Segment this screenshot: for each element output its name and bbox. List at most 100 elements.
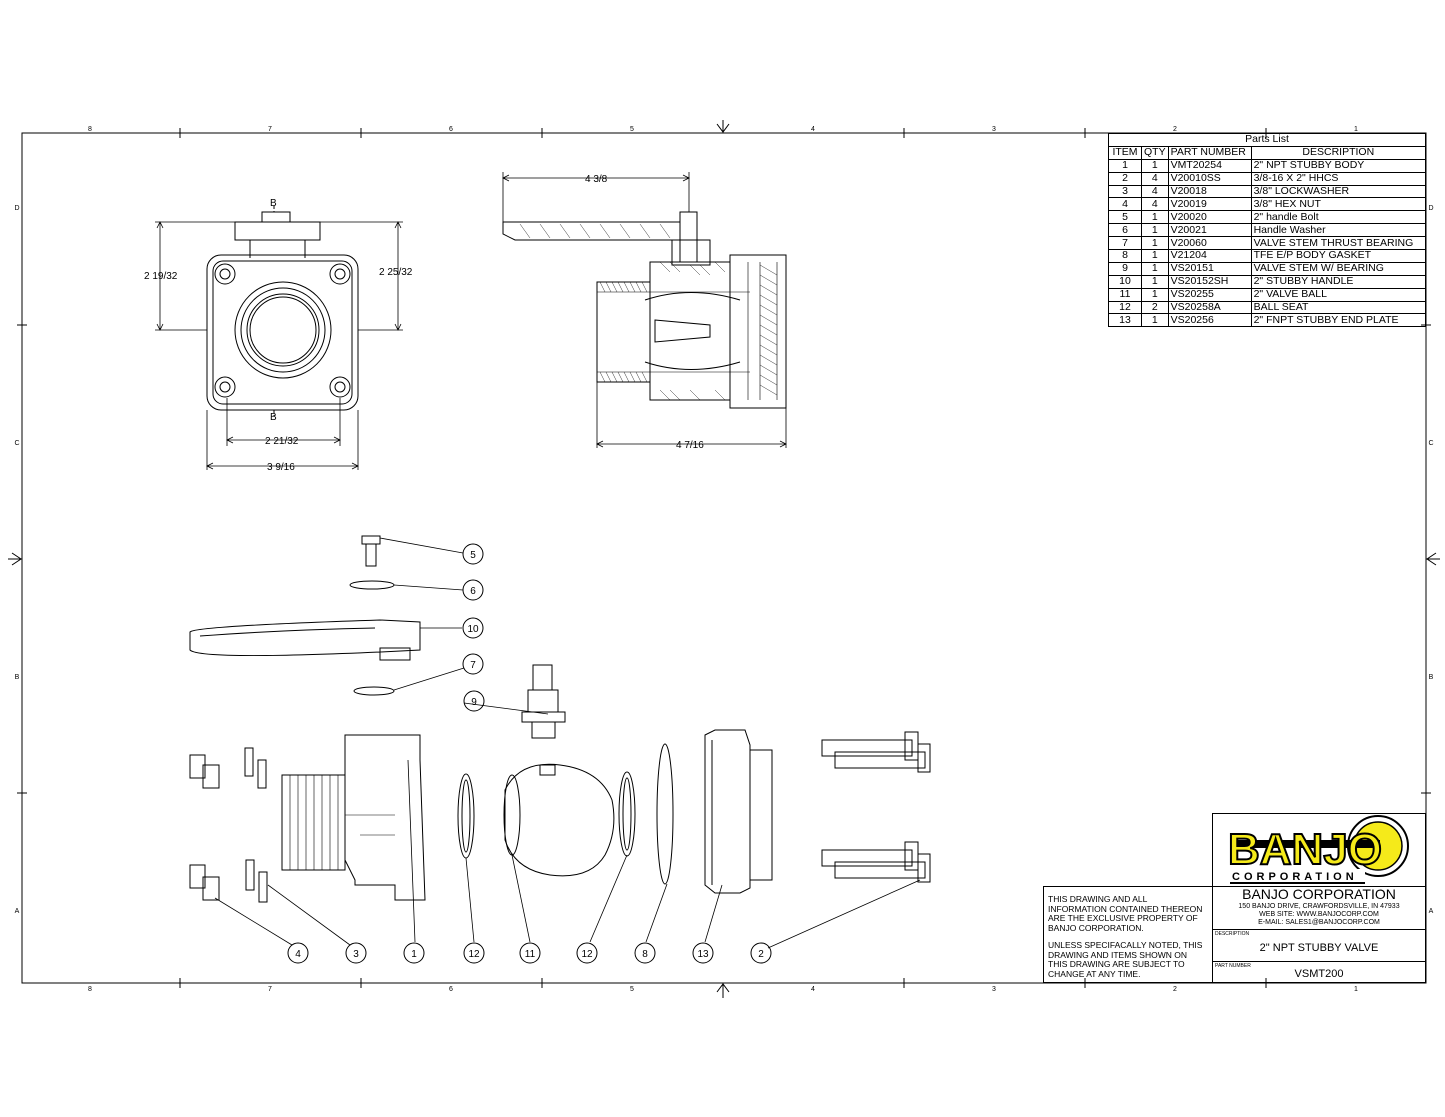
cell-description: 3/8" LOCKWASHER — [1250, 184, 1427, 199]
cell-item: 10 — [1108, 274, 1142, 289]
cell-item: 8 — [1108, 249, 1142, 263]
cell-description: BALL SEAT — [1250, 300, 1427, 315]
col-header-qty: QTY — [1141, 145, 1169, 160]
part-number-label: PART NUMBER — [1215, 963, 1251, 969]
cell-description: 2" FNPT STUBBY END PLATE — [1250, 313, 1427, 328]
cell-item: 11 — [1108, 287, 1142, 302]
svg-text:2 19/32: 2 19/32 — [144, 271, 178, 282]
exploded-view — [189, 535, 931, 903]
cell-item: 7 — [1108, 236, 1142, 251]
svg-text:6: 6 — [449, 126, 453, 133]
svg-text:2 25/32: 2 25/32 — [379, 267, 413, 278]
svg-text:2: 2 — [758, 949, 764, 960]
cell-description: TFE E/P BODY GASKET — [1250, 249, 1427, 263]
cell-part-number: VMT20254 — [1167, 158, 1252, 173]
cell-part-number: VS20151 — [1167, 261, 1252, 276]
cell-item: 5 — [1108, 210, 1142, 225]
svg-text:A: A — [1429, 908, 1434, 915]
svg-text:B: B — [1429, 674, 1434, 681]
valve-body — [281, 734, 426, 901]
ownership-notice: THIS DRAWING AND ALL INFORMATION CONTAIN… — [1048, 894, 1203, 933]
svg-text:12: 12 — [468, 949, 480, 960]
cell-qty: 1 — [1141, 274, 1169, 289]
cell-part-number: VS20152SH — [1167, 274, 1252, 289]
cell-description: VALVE STEM THRUST BEARING — [1250, 236, 1427, 251]
col-header-description: DESCRIPTION — [1250, 145, 1427, 160]
cell-part-number: V21204 — [1167, 249, 1252, 263]
valve-stem — [521, 664, 566, 739]
cell-item: 6 — [1108, 223, 1142, 238]
svg-text:C: C — [14, 440, 19, 447]
svg-text:7: 7 — [268, 126, 272, 133]
company-address: 150 BANJO DRIVE, CRAWFORDSVILLE, IN 4793… — [1238, 903, 1400, 910]
cell-description: 2" STUBBY HANDLE — [1250, 274, 1427, 289]
svg-text:8: 8 — [88, 126, 92, 133]
svg-text:1: 1 — [1354, 126, 1358, 133]
svg-text:1: 1 — [411, 949, 417, 960]
lockwashers — [244, 747, 268, 903]
cell-item: 1 — [1108, 158, 1142, 173]
cell-part-number: V20019 — [1167, 197, 1252, 212]
cell-part-number: VS20255 — [1167, 287, 1252, 302]
cell-description: Handle Washer — [1250, 223, 1427, 238]
description-value: 2" NPT STUBBY VALVE — [1259, 942, 1379, 954]
cell-item: 12 — [1108, 300, 1142, 315]
cell-item: 4 — [1108, 197, 1142, 212]
svg-text:4 3/8: 4 3/8 — [585, 174, 608, 185]
svg-text:B: B — [270, 412, 277, 423]
col-header-item: ITEM — [1108, 145, 1142, 160]
hex-nuts — [189, 754, 220, 901]
cell-qty: 1 — [1141, 236, 1169, 251]
cell-description: 3/8-16 X 2" HHCS — [1250, 171, 1427, 186]
cell-qty: 1 — [1141, 249, 1169, 263]
parts-list-table: Parts List ITEM QTY PART NUMBER DESCRIPT… — [1108, 133, 1427, 328]
svg-text:9: 9 — [471, 697, 477, 708]
svg-text:3: 3 — [353, 949, 359, 960]
cell-qty: 1 — [1141, 287, 1169, 302]
parts-list-title: Parts List — [1108, 133, 1426, 147]
svg-text:4: 4 — [295, 949, 301, 960]
cell-qty: 1 — [1141, 261, 1169, 276]
cell-description: 3/8" HEX NUT — [1250, 197, 1427, 212]
cell-part-number: V20060 — [1167, 236, 1252, 251]
bolts — [821, 731, 931, 883]
cell-qty: 1 — [1141, 158, 1169, 173]
svg-text:7: 7 — [268, 986, 272, 993]
company-email: E-MAIL: SALES1@BANJOCORP.COM — [1258, 919, 1380, 926]
description-box — [1212, 929, 1426, 962]
svg-text:D: D — [14, 205, 19, 212]
svg-text:5: 5 — [630, 126, 634, 133]
svg-text:2: 2 — [1173, 126, 1177, 133]
front-view — [206, 206, 359, 416]
cell-qty: 1 — [1141, 223, 1169, 238]
cell-item: 3 — [1108, 184, 1142, 199]
svg-text:B: B — [270, 198, 277, 209]
cell-description: 2" NPT STUBBY BODY — [1250, 158, 1427, 173]
svg-text:1: 1 — [1354, 986, 1358, 993]
svg-text:BANJO: BANJO — [1228, 825, 1382, 874]
zone-ticks — [8, 120, 1440, 998]
cell-qty: 1 — [1141, 313, 1169, 328]
banjo-logo: BANJO CORPORATION — [1227, 815, 1409, 884]
svg-text:2 21/32: 2 21/32 — [265, 436, 299, 447]
front-dimension-labels: 2 19/32 2 25/32 2 21/32 3 9/16 B B — [144, 198, 413, 473]
svg-text:5: 5 — [470, 550, 476, 561]
svg-text:4 7/16: 4 7/16 — [676, 440, 704, 451]
handle-bolt — [361, 535, 381, 567]
cell-qty: 2 — [1141, 300, 1169, 315]
cell-part-number: V20010SS — [1167, 171, 1252, 186]
change-notice: UNLESS SPECIFACALLY NOTED, THIS DRAWING … — [1048, 940, 1203, 979]
svg-text:12: 12 — [581, 949, 593, 960]
cell-qty: 4 — [1141, 184, 1169, 199]
